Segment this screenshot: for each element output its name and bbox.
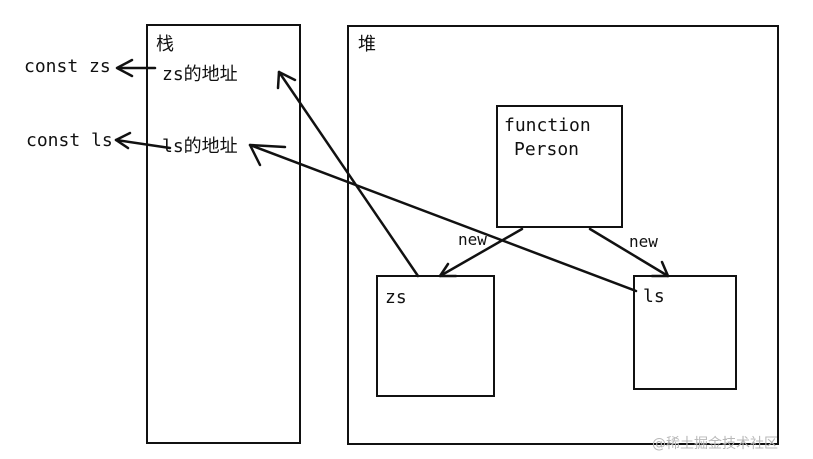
ls-address-label: ls的地址: [162, 136, 238, 157]
arrow-ls-object-to-ls-address: [248, 143, 638, 293]
heap-box: [347, 25, 779, 445]
new-left-label: new: [458, 230, 487, 249]
zs-object-label: zs: [385, 287, 407, 308]
function-label: function: [504, 115, 591, 136]
arrow-zs-object-to-zs-address: [277, 70, 420, 278]
arrowhead-const-zs: [115, 58, 134, 78]
arrowhead-ls-address: [248, 143, 287, 167]
arrowhead-zs-address: [276, 70, 297, 90]
watermark: @稀土掘金技术社区: [652, 436, 778, 452]
zs-address-label: zs的地址: [162, 64, 238, 85]
ls-object-label: ls: [643, 286, 665, 307]
arrow-ls-address-to-const-ls: [114, 138, 172, 150]
function-person-box: [496, 105, 623, 228]
zs-object-box: [376, 275, 495, 397]
person-label: Person: [514, 139, 579, 160]
arrowhead-new-zs: [438, 262, 458, 278]
heap-title: 堆: [358, 34, 376, 55]
stack-title: 栈: [156, 34, 174, 55]
stack-box: [146, 24, 301, 444]
new-right-label: new: [629, 232, 658, 251]
const-zs-label: const zs: [24, 56, 111, 77]
arrowhead-const-ls: [114, 131, 132, 150]
arrowhead-new-ls: [650, 260, 670, 278]
const-ls-label: const ls: [26, 130, 113, 151]
ls-object-box: [633, 275, 737, 390]
arrow-new-ls: [588, 227, 670, 278]
arrow-new-zs: [438, 227, 524, 278]
